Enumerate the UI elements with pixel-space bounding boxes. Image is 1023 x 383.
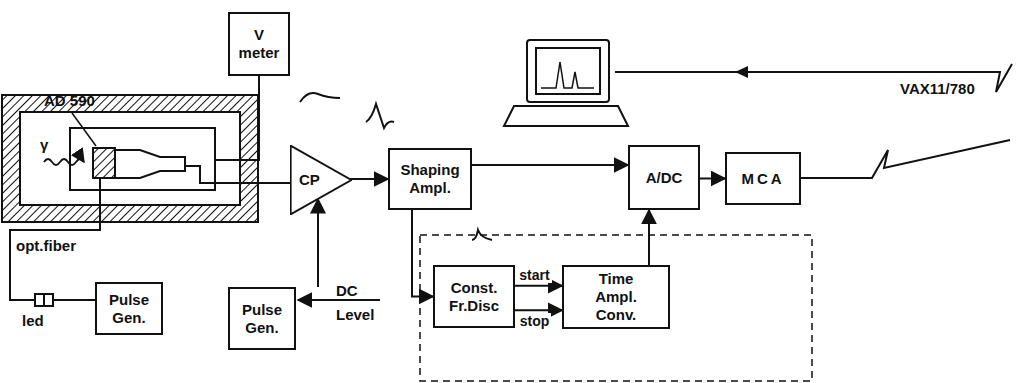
- process-box: MCA: [725, 152, 801, 205]
- arrow-head: [735, 66, 748, 78]
- node-label: Shaping Ampl.: [394, 161, 466, 197]
- generator-box: Pulse Gen.: [228, 287, 296, 350]
- waveform: [366, 104, 394, 128]
- dc-input-arrow: [298, 299, 380, 301]
- node-label: A/DC: [646, 169, 683, 187]
- signal-arrow: [648, 210, 650, 265]
- gamma-ray: [44, 159, 84, 165]
- text-label: DC Level: [336, 279, 380, 327]
- node-label: Time Ampl. Conv.: [586, 270, 646, 324]
- led-wire: [53, 299, 95, 301]
- voltmeter-wire: [215, 76, 259, 160]
- node-label: Const. Fr.Disc: [439, 279, 509, 315]
- process-box: Const. Fr.Disc: [433, 265, 515, 328]
- text-label: AD 590: [44, 92, 95, 110]
- text-label: opt.fiber: [16, 237, 76, 255]
- node-label: Pulse Gen.: [234, 301, 290, 337]
- node-label: Pulse Gen.: [101, 291, 157, 327]
- signal-arrow: [317, 199, 319, 287]
- node-label: MCA: [741, 170, 784, 188]
- process-box: A/DC: [628, 145, 700, 210]
- waveform: [300, 93, 340, 102]
- instrument-box: V meter: [228, 12, 290, 76]
- scintillator-crystal: [93, 148, 115, 178]
- node-label: CP: [299, 171, 320, 189]
- led-symbol: [35, 294, 53, 306]
- signal-arrow: [350, 178, 388, 180]
- leader-line: [72, 113, 96, 146]
- computer-terminal: [504, 40, 628, 126]
- generator-box: Pulse Gen.: [95, 282, 163, 335]
- led-symbol: [43, 294, 45, 306]
- data-link: [801, 140, 1010, 178]
- signal-arrow: [472, 164, 628, 166]
- signal-arrow: [700, 178, 725, 180]
- text-label: led: [22, 312, 44, 330]
- amplifier-triangle: CP: [290, 145, 352, 215]
- text-label: γ: [40, 136, 48, 154]
- signal-arrow: [515, 309, 562, 311]
- node-label: V meter: [234, 26, 284, 62]
- inner-box: [70, 128, 215, 190]
- process-box: Time Ampl. Conv.: [562, 265, 670, 329]
- process-box: Shaping Ampl.: [388, 148, 472, 210]
- edge-label: start: [517, 267, 551, 283]
- shield-housing: [2, 95, 258, 222]
- signal-arrow: [515, 285, 562, 287]
- optical-fiber: [10, 179, 100, 300]
- photomultiplier: [115, 150, 185, 178]
- edge-label: stop: [518, 313, 552, 329]
- signal-arrow: [412, 210, 433, 297]
- signal-cable: [185, 166, 290, 183]
- timing-group: [420, 235, 812, 381]
- text-label: VAX11/780: [900, 80, 975, 98]
